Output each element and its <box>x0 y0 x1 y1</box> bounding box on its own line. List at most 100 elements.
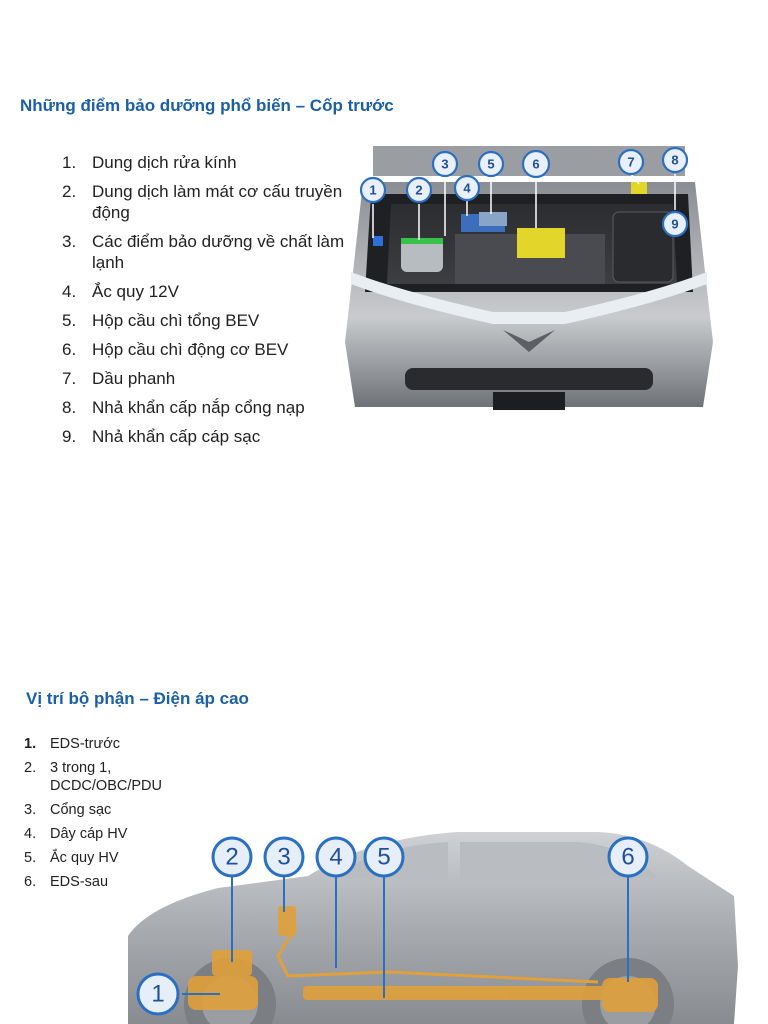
callout-2: 2 <box>405 176 433 204</box>
list-item: 4. Dây cáp HV <box>24 825 224 843</box>
charge-port <box>278 906 296 936</box>
inverter-3in1 <box>212 950 252 976</box>
front-maintenance-list: 1. Dung dịch rửa kính 2. Dung dịch làm mát… <box>62 152 367 455</box>
list-item: 7. Dầu phanh <box>62 368 367 389</box>
item-number: 8. <box>62 398 77 417</box>
list-item: 5. Hộp cầu chì tổng BEV <box>62 310 367 331</box>
svg-text:2: 2 <box>415 183 422 198</box>
brand-logo <box>503 330 555 352</box>
section-hv-title: Vị trí bộ phận – Điện áp cao <box>26 689 249 708</box>
item-text: Dung dịch rửa kính <box>92 153 237 172</box>
car-body <box>128 832 738 1024</box>
callout-9: 9 <box>661 210 689 238</box>
list-item: 1. EDS-trước <box>24 735 224 753</box>
lower-grille <box>405 368 653 390</box>
item-text: EDS-trước <box>50 736 120 752</box>
car-side-illustration: 1 2 3 4 5 6 <box>128 832 738 1024</box>
item-text: Dây cáp HV <box>50 826 128 842</box>
svg-text:1: 1 <box>151 981 164 1008</box>
hv-components-list: 1. EDS-trước 2. 3 trong 1, DCDC/OBC/PDU 3.… <box>24 735 224 897</box>
item-text: Ắc quy HV <box>50 850 119 866</box>
main-fuse-box <box>479 212 507 226</box>
item-number: 1. <box>24 736 37 752</box>
list-item: 6. Hộp cầu chì động cơ BEV <box>62 339 367 360</box>
svg-text:3: 3 <box>441 157 448 172</box>
washer-reservoir <box>401 238 443 272</box>
callout-2: 2 <box>211 836 253 878</box>
list-item: 1. Dung dịch rửa kính <box>62 152 367 173</box>
coolant-cap <box>401 238 443 244</box>
list-item: 6. EDS-sau <box>24 873 224 891</box>
item-number: 3. <box>24 802 37 818</box>
item-number: 2. <box>24 760 37 776</box>
svg-text:4: 4 <box>463 181 471 196</box>
callout-8: 8 <box>661 146 689 174</box>
list-item: 2. Dung dịch làm mát cơ cấu truyền động <box>62 181 367 223</box>
svg-text:2: 2 <box>225 844 238 871</box>
item-number: 7. <box>62 369 77 388</box>
svg-text:3: 3 <box>277 844 290 871</box>
item-number: 9. <box>62 427 77 446</box>
item-text: Hộp cầu chì động cơ BEV <box>92 340 289 359</box>
callout-7: 7 <box>617 148 645 176</box>
list-item: 5. Ắc quy HV <box>24 849 224 867</box>
front-eds <box>188 976 258 1010</box>
list-item: 2. 3 trong 1, DCDC/OBC/PDU <box>24 759 224 795</box>
svg-text:6: 6 <box>621 844 634 871</box>
callout-5: 5 <box>363 836 405 878</box>
leader-lines <box>372 173 676 240</box>
item-text: Dung dịch làm mát cơ cấu truyền động <box>92 182 343 222</box>
callout-4: 4 <box>315 836 357 878</box>
list-item: 8. Nhả khẩn cấp nắp cổng nạp <box>62 397 367 418</box>
item-number: 4. <box>24 826 37 842</box>
callout-3: 3 <box>431 150 459 178</box>
item-text: Nhả khẩn cấp cáp sạc <box>92 427 261 446</box>
item-text: Dầu phanh <box>92 369 176 388</box>
item-number: 1. <box>62 153 77 172</box>
item-text: 3 trong 1, DCDC/OBC/PDU <box>50 760 162 794</box>
callout-5: 5 <box>477 150 505 178</box>
trunk-side-bin <box>612 211 674 283</box>
item-text: Nhả khẩn cấp nắp cổng nạp <box>92 398 305 417</box>
item-text: Các điểm bảo dưỡng về chất làm lạnh <box>92 232 345 272</box>
item-text: Ắc quy 12V <box>92 282 179 301</box>
callout-1: 1 <box>359 176 387 204</box>
item-number: 5. <box>62 311 77 330</box>
item-number: 5. <box>24 850 37 866</box>
brake-fluid-reservoir <box>631 182 647 194</box>
item-number: 6. <box>24 874 37 890</box>
hv-cable <box>276 925 599 984</box>
item-text: Hộp cầu chì tổng BEV <box>92 311 260 330</box>
svg-text:1: 1 <box>369 183 376 198</box>
rear-eds <box>602 978 658 1012</box>
svg-text:5: 5 <box>377 844 390 871</box>
item-number: 2. <box>62 182 77 201</box>
callout-6: 6 <box>607 836 649 878</box>
callout-leaders <box>182 876 629 998</box>
callout-4: 4 <box>453 174 481 202</box>
item-number: 3. <box>62 232 77 251</box>
svg-text:4: 4 <box>329 844 342 871</box>
svg-text:8: 8 <box>671 153 678 168</box>
list-item: 3. Các điểm bảo dưỡng về chất làm lạnh <box>62 231 367 273</box>
item-number: 6. <box>62 340 77 359</box>
item-number: 4. <box>62 282 77 301</box>
headlight-strip <box>351 272 707 324</box>
list-item: 4. Ắc quy 12V <box>62 281 367 302</box>
motor-fuse-box <box>517 228 565 258</box>
list-item: 3. Cổng sạc <box>24 801 224 819</box>
item-text: EDS-sau <box>50 874 109 890</box>
item-text: Cổng sạc <box>50 802 112 818</box>
callout-6: 6 <box>521 149 551 179</box>
license-plate-mount <box>493 392 565 410</box>
callout-3: 3 <box>263 836 305 878</box>
svg-text:9: 9 <box>671 217 678 232</box>
front-trunk-illustration: 1 2 3 4 5 6 7 8 9 <box>345 146 713 410</box>
callout-1: 1 <box>136 972 180 1016</box>
svg-text:6: 6 <box>532 157 539 172</box>
section-front-title: Những điểm bảo dưỡng phổ biến – Cốp trướ… <box>20 96 394 115</box>
hv-battery <box>303 986 623 1000</box>
list-item: 9. Nhả khẩn cấp cáp sạc <box>62 426 367 447</box>
washer-fill-cap <box>373 236 383 246</box>
svg-text:7: 7 <box>627 155 634 170</box>
